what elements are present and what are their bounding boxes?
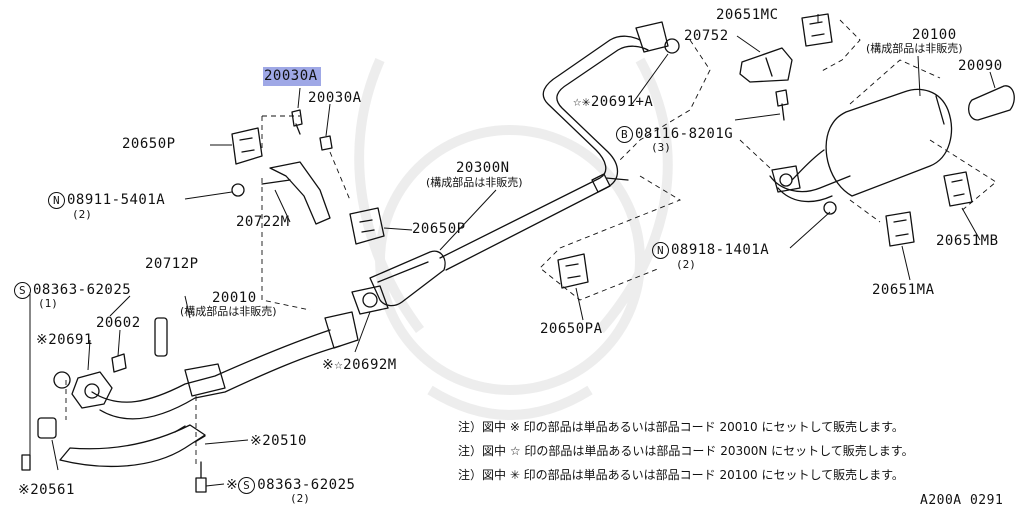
- watermark-emblem: [354, 57, 673, 420]
- hanger-20651ma: [885, 211, 915, 247]
- label-08363-top-code: 08363-62025: [33, 282, 132, 298]
- muffler-flange: [771, 165, 801, 193]
- label-08363-bottom-code: 08363-62025: [257, 477, 356, 493]
- label-20100-note: (構成部品は非販売): [866, 42, 963, 55]
- label-20692m[interactable]: ※☆20692M: [322, 357, 397, 373]
- label-20030a-hl-suffix: A: [308, 68, 318, 84]
- gasket-20692m: [351, 285, 389, 315]
- label-20010[interactable]: 20010: [212, 290, 257, 306]
- front-pipe: [91, 329, 341, 420]
- nut-symbol-n: N: [48, 192, 65, 209]
- label-08363-bottom-qty: (2): [290, 492, 310, 505]
- label-20300n-note: (構成部品は非販売): [426, 176, 523, 189]
- main-muffler: [791, 88, 952, 197]
- label-20030a-hl-code: 20030: [264, 68, 309, 84]
- note-line-3: 注）図中 ✳ 印の部品は単品あるいは部品コード 20100 にセットして販売しま…: [458, 468, 904, 482]
- bracket-20561: [37, 417, 57, 439]
- center-pipe: [439, 35, 649, 271]
- label-20030a-highlighted[interactable]: 20030A: [264, 68, 318, 84]
- label-20712p[interactable]: 20712P: [145, 256, 199, 272]
- label-20510[interactable]: ※20510: [250, 433, 307, 449]
- front-pipe-end-flange: [324, 311, 359, 349]
- label-20651mc[interactable]: 20651MC: [716, 7, 779, 23]
- front-pipe-flange-left: [71, 371, 113, 409]
- figure-code: A200A 0291: [920, 493, 1004, 508]
- bracket-20712p: [154, 317, 168, 357]
- note-line-1: 注）図中 ※ 印の部品は単品あるいは部品コード 20010 にセットして販売しま…: [458, 420, 904, 434]
- hanger-20650pa: [557, 253, 589, 289]
- hanger-20651mb: [943, 171, 973, 207]
- center-pipe-flange: [635, 21, 669, 53]
- label-08363-bottom-prefix: ※: [226, 477, 239, 493]
- label-20090[interactable]: 20090: [958, 58, 1003, 74]
- label-20030a[interactable]: 20030A: [308, 90, 362, 106]
- label-20691[interactable]: ※20691: [36, 332, 93, 348]
- screw-symbol-s-top: S: [14, 282, 31, 299]
- label-20691a[interactable]: ☆✳20691+A: [573, 94, 654, 110]
- label-20651mb[interactable]: 20651MB: [936, 233, 999, 249]
- label-20650p-mid[interactable]: 20650P: [412, 221, 466, 237]
- label-20602[interactable]: 20602: [96, 315, 141, 331]
- label-08116-code: 08116-8201G: [635, 126, 734, 142]
- tail-finisher-20090: [967, 85, 1015, 121]
- label-20300n[interactable]: 20300N: [456, 160, 510, 176]
- hanger-20650p-top: [231, 127, 263, 165]
- bracket-20752: [739, 47, 793, 83]
- highlight-20030a-box: [263, 67, 321, 86]
- muffler-inlet-pipe: [769, 175, 851, 203]
- label-08911-qty: (2): [72, 208, 92, 221]
- front-pipe-mid-flange: [184, 363, 226, 397]
- label-08116-qty: (3): [651, 141, 671, 154]
- bracket-20722m: [261, 161, 331, 225]
- part-20602: [111, 353, 127, 373]
- label-20722m[interactable]: 20722M: [236, 214, 290, 230]
- nut-symbol-n-right: N: [652, 242, 669, 259]
- label-08918-code: 08918-1401A: [671, 242, 770, 258]
- note-line-2: 注）図中 ☆ 印の部品は単品あるいは部品コード 20300N にセットして販売し…: [458, 444, 914, 458]
- label-20650pa[interactable]: 20650PA: [540, 321, 603, 337]
- bolt-symbol-b: B: [616, 126, 633, 143]
- label-20010-note: (構成部品は非販売): [180, 305, 277, 318]
- label-20561[interactable]: ※20561: [18, 482, 75, 498]
- label-20650p-top[interactable]: 20650P: [122, 136, 176, 152]
- label-20100[interactable]: 20100: [912, 27, 957, 43]
- hanger-bracket-center: [591, 173, 629, 193]
- hanger-20651mc: [801, 13, 833, 47]
- label-08918-qty: (2): [676, 258, 696, 271]
- screw-symbol-s-bottom: S: [238, 477, 256, 494]
- heat-shield: [59, 424, 206, 468]
- center-resonator: [369, 250, 446, 307]
- hanger-20650p-mid: [349, 207, 385, 245]
- label-08911-code: 08911-5401A: [67, 192, 166, 208]
- label-20651ma[interactable]: 20651MA: [872, 282, 935, 298]
- label-08363-top-qty: (1): [38, 297, 58, 310]
- label-20752[interactable]: 20752: [684, 28, 729, 44]
